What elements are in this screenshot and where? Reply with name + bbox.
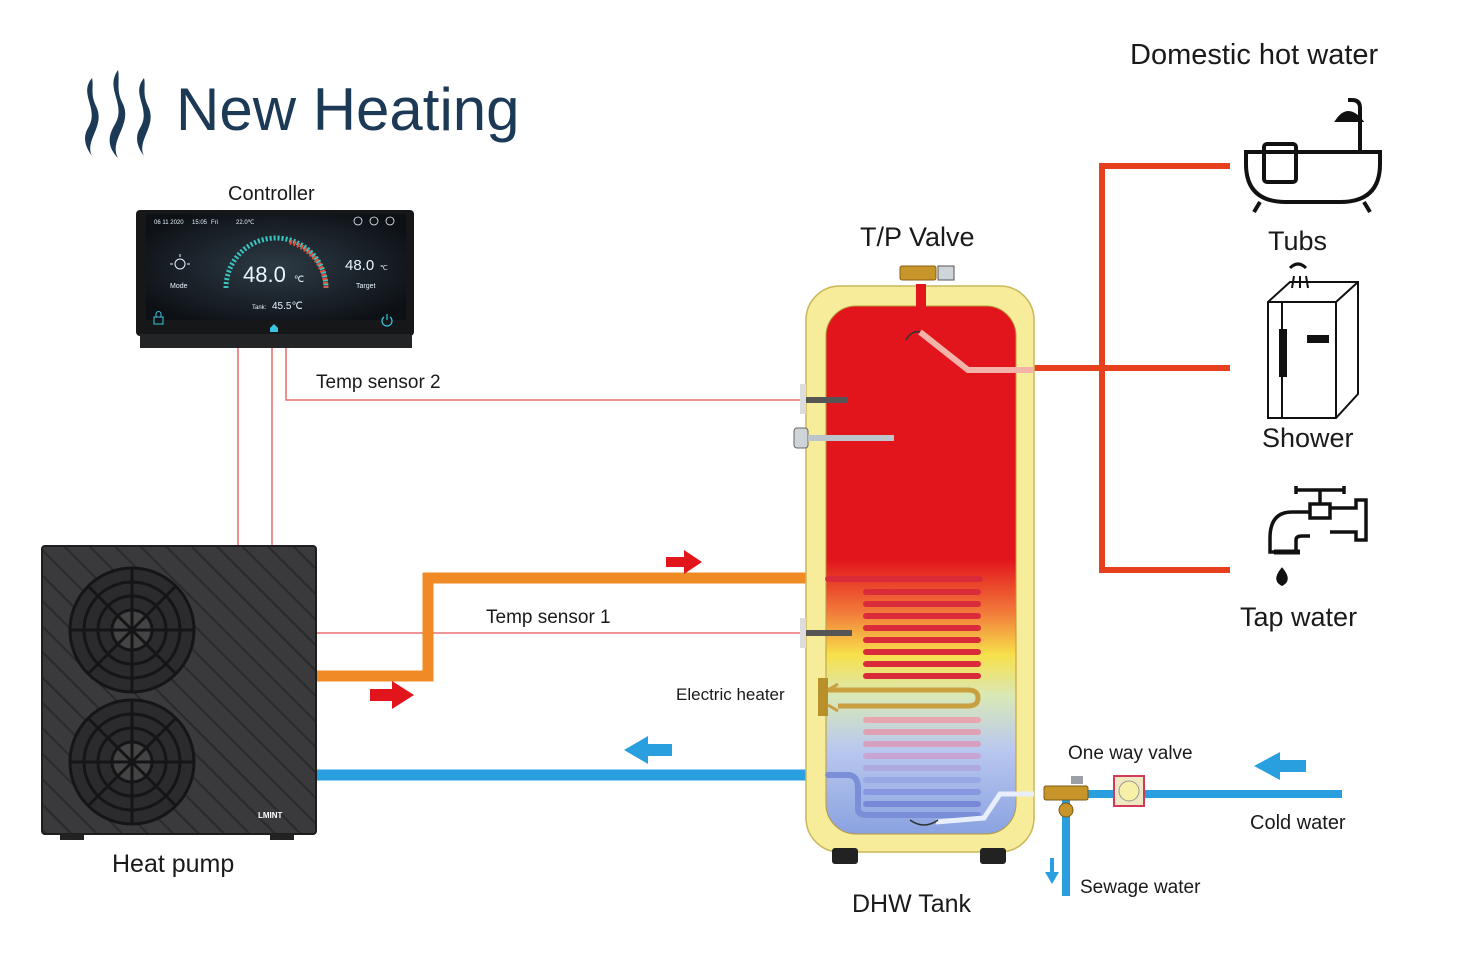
screen-date: 06 11 2020 bbox=[154, 220, 184, 226]
temp-sensor-1-label: Temp sensor 1 bbox=[486, 607, 611, 628]
controller: Controller 06 11 2020 15:05 Fri 22.0℃ Mo… bbox=[136, 183, 414, 348]
controller-screen bbox=[146, 214, 406, 320]
one-way-valve-label: One way valve bbox=[1068, 743, 1193, 764]
mode-sun-icon bbox=[170, 254, 190, 270]
anode-rod bbox=[793, 427, 894, 449]
electric-heater-label: Electric heater bbox=[676, 685, 785, 704]
screen-main-temp: 48.0 bbox=[243, 262, 286, 287]
flow-arrow-bottom bbox=[370, 681, 414, 709]
weather-icons bbox=[353, 216, 395, 226]
home-icon[interactable] bbox=[270, 324, 278, 332]
tank-foot-right bbox=[980, 848, 1006, 864]
power-icon[interactable] bbox=[381, 314, 393, 327]
tubs-label: Tubs bbox=[1268, 226, 1327, 256]
flow-arrow-top bbox=[666, 550, 702, 574]
cold-water-arrow bbox=[1254, 752, 1306, 780]
dhw-tank: T/P Valve Electric heater bbox=[676, 222, 1035, 918]
flow-pipe bbox=[316, 572, 826, 682]
screen-target-unit: ℃ bbox=[380, 265, 388, 272]
sewage-water-label: Sewage water bbox=[1080, 877, 1201, 898]
tap-water-label: Tap water bbox=[1240, 602, 1357, 632]
heat-exchanger-coil-upper bbox=[825, 576, 983, 679]
electric-heater-element bbox=[818, 678, 981, 716]
flame-waves-icon bbox=[85, 70, 151, 158]
screen-mode-label: Mode bbox=[170, 283, 188, 290]
screen-tank-temp: 45.5℃ bbox=[272, 301, 303, 312]
temp-sensor-1-well bbox=[800, 618, 852, 648]
screen-tank-label: Tank: bbox=[252, 305, 267, 311]
temp-sensor-2-well bbox=[800, 384, 848, 414]
screen-outdoor-temp: 22.0℃ bbox=[236, 220, 255, 226]
shower-icon bbox=[1267, 262, 1359, 419]
dhw-tank-label: DHW Tank bbox=[852, 890, 972, 918]
screen-main-unit: ℃ bbox=[294, 274, 304, 284]
tap-icon bbox=[1268, 486, 1368, 586]
controller-label: Controller bbox=[228, 183, 315, 205]
heat-exchanger-coil-lower bbox=[825, 717, 981, 818]
tp-valve-icon bbox=[899, 265, 955, 310]
hot-water-supply-pipes bbox=[1030, 163, 1230, 573]
lock-icon[interactable] bbox=[153, 311, 164, 325]
one-way-valve-icon bbox=[1113, 775, 1145, 807]
fan-icon bbox=[68, 566, 196, 694]
drain-valve-icon bbox=[1043, 776, 1089, 818]
brand-logo: New Heating bbox=[85, 70, 520, 158]
sewage-arrow bbox=[1045, 858, 1059, 884]
screen-target-temp: 48.0 bbox=[345, 257, 374, 274]
bathtub-icon bbox=[1244, 98, 1382, 214]
brand-name: New Heating bbox=[176, 76, 520, 143]
return-arrow bbox=[624, 736, 672, 764]
screen-weekday: Fri bbox=[211, 220, 218, 226]
screen-target-label: Target bbox=[356, 283, 376, 290]
heat-pump-label: Heat pump bbox=[112, 850, 234, 878]
shower-label: Shower bbox=[1262, 423, 1354, 453]
screen-time: 15:05 bbox=[192, 220, 208, 226]
heat-pump-unit: LMINT bbox=[41, 545, 317, 840]
tank-foot-left bbox=[832, 848, 858, 864]
control-wires bbox=[237, 340, 805, 634]
heat-pump-brand: LMINT bbox=[258, 811, 283, 820]
cold-water-label: Cold water bbox=[1250, 812, 1346, 834]
domestic-hot-water-title: Domestic hot water bbox=[1130, 39, 1379, 71]
temp-sensor-2-label: Temp sensor 2 bbox=[316, 372, 441, 393]
tp-valve-label: T/P Valve bbox=[860, 222, 975, 252]
fan-icon bbox=[68, 698, 196, 826]
